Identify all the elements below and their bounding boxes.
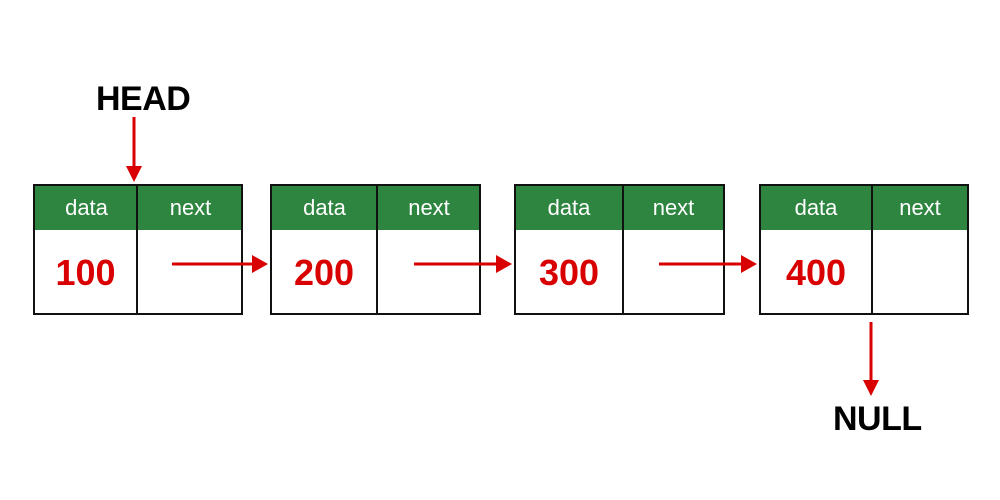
node-divider (136, 186, 138, 313)
data-field-label: data (65, 195, 108, 220)
node-header (516, 186, 723, 230)
list-node-3: data next 300 (514, 184, 725, 315)
list-node-4: data next 400 (759, 184, 969, 315)
arrowhead (126, 166, 142, 182)
data-field-label: data (303, 195, 346, 220)
node-header (761, 186, 967, 230)
arrowhead (863, 380, 879, 396)
next-field-label: next (169, 195, 212, 220)
head-label: HEAD (96, 80, 191, 118)
node-value: 400 (785, 252, 847, 293)
arrowhead (252, 255, 268, 273)
node-divider (871, 186, 873, 313)
node-divider (376, 186, 378, 313)
null-label: NULL (833, 400, 922, 438)
next-field-label: next (408, 195, 450, 220)
arrowhead (496, 255, 512, 273)
node-divider (622, 186, 624, 313)
next-field-label: next (899, 195, 941, 220)
list-node-2: data next 200 (270, 184, 481, 315)
node-value: 200 (293, 252, 355, 293)
data-field-label: data (547, 195, 591, 220)
node-header (35, 186, 241, 230)
arrowhead (741, 255, 757, 273)
data-field-label: data (794, 195, 838, 220)
list-node-1: data next 100 (33, 184, 243, 315)
next-field-label: next (652, 195, 695, 220)
node-value: 300 (538, 252, 600, 293)
node-value: 100 (55, 252, 116, 293)
node-header (272, 186, 479, 230)
